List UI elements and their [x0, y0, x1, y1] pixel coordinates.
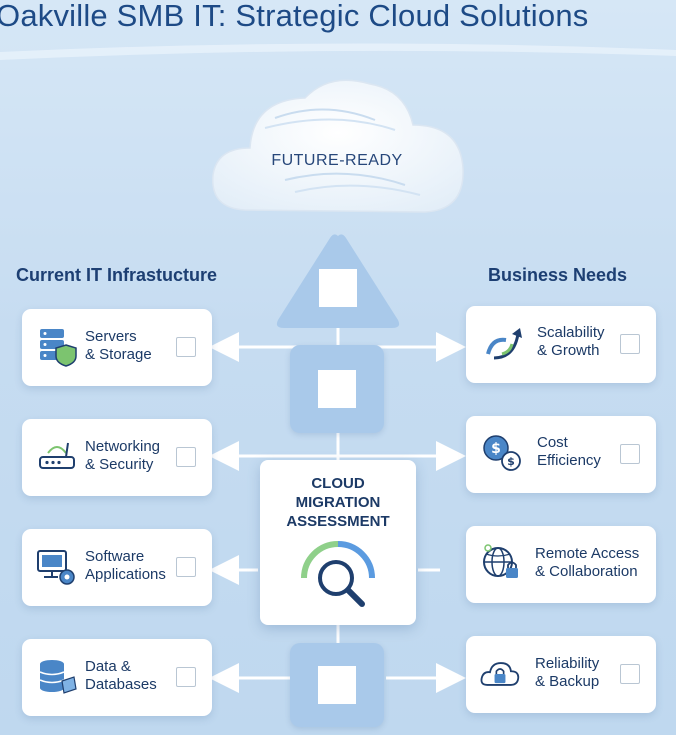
card-cost-efficiency: $ $ Cost Efficiency — [466, 416, 656, 493]
router-icon — [39, 442, 75, 469]
card-line2: Databases — [85, 676, 157, 693]
checkbox[interactable] — [620, 334, 640, 354]
card-line2: & Growth — [537, 342, 600, 359]
svg-text:$: $ — [507, 455, 515, 468]
server-shield-icon — [40, 329, 77, 367]
card-line1: Servers — [85, 328, 137, 345]
assessment-line3: ASSESSMENT — [286, 513, 390, 530]
checkbox[interactable] — [176, 337, 196, 357]
page-title: Oakville SMB IT: Strategic Cloud Solutio… — [0, 0, 589, 33]
card-line2: Efficiency — [537, 452, 601, 469]
checkbox[interactable] — [176, 447, 196, 467]
card-line1: Data & — [85, 658, 131, 675]
card-reliability-backup: Reliability & Backup — [466, 636, 656, 713]
card-line1: Reliability — [535, 655, 600, 672]
card-line1: Remote Access — [535, 545, 640, 562]
card-line1: Networking — [85, 438, 161, 455]
card-line1: Software — [85, 548, 145, 565]
database-icon — [39, 660, 77, 694]
globe-lock-icon — [483, 544, 518, 578]
card-data-databases: Data & Databases — [22, 639, 212, 716]
assessment-line2: MIGRATION — [295, 494, 381, 511]
square-node-upper — [290, 345, 384, 433]
cloud-lock-icon — [480, 662, 520, 686]
card-line1: Scalability — [537, 324, 605, 341]
checkbox[interactable] — [176, 667, 196, 687]
magnifier-gauge-icon — [301, 541, 375, 607]
future-ready-cloud — [212, 79, 464, 213]
card-line2: & Collaboration — [535, 563, 638, 580]
checkbox[interactable] — [620, 444, 640, 464]
card-servers-storage: Servers & Storage — [22, 309, 212, 386]
card-scalability-growth: Scalability & Growth — [466, 306, 656, 383]
card-line2: & Security — [85, 456, 154, 473]
cloud-label: FUTURE-READY — [271, 152, 403, 169]
card-line2: & Storage — [85, 346, 152, 363]
card-software-applications: Software Applications — [22, 529, 212, 606]
growth-arrow-icon — [486, 328, 522, 360]
triangle-node — [276, 234, 400, 328]
square-node-lower — [290, 643, 384, 727]
checkbox[interactable] — [176, 557, 196, 577]
svg-text:$: $ — [491, 441, 501, 457]
card-line2: & Backup — [535, 673, 600, 690]
right-heading: Business Needs — [488, 265, 628, 285]
left-heading: Current IT Infrastucture — [16, 265, 218, 285]
card-remote-access-collaboration: Remote Access & Collaboration — [466, 526, 656, 603]
checkbox[interactable] — [620, 664, 640, 684]
card-line1: Cost — [537, 434, 568, 451]
title-swoosh — [0, 43, 676, 60]
cloud-migration-assessment: CLOUD MIGRATION ASSESSMENT — [260, 460, 416, 625]
monitor-gear-icon — [37, 550, 75, 585]
card-line2: Applications — [85, 566, 166, 583]
assessment-line1: CLOUD — [311, 475, 365, 492]
dollar-coins-icon: $ $ — [483, 435, 521, 471]
card-networking-security: Networking & Security — [22, 419, 212, 496]
